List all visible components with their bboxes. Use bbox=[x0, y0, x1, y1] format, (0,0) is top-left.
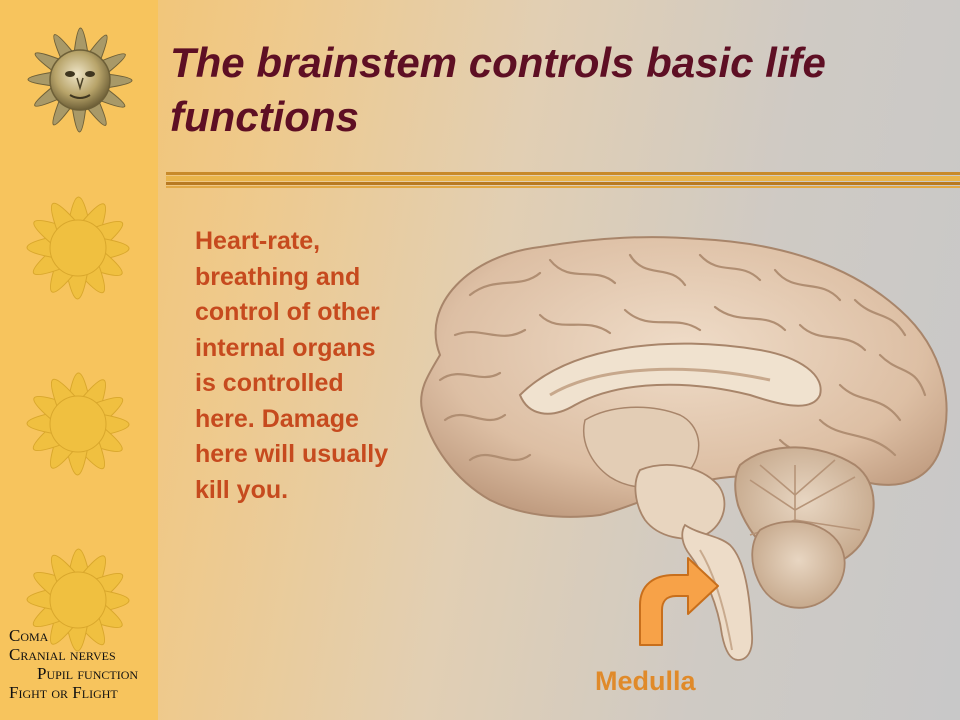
sun-icon bbox=[26, 548, 130, 652]
sidebar bbox=[0, 0, 158, 720]
sun-icon bbox=[26, 196, 130, 300]
footnote-pupil-function: Pupil function bbox=[37, 664, 139, 683]
curved-arrow-icon bbox=[639, 557, 719, 646]
sun-face-icon bbox=[27, 27, 133, 133]
footnote-fight-or-flight: Fight or Flight bbox=[9, 683, 118, 702]
footnote-list: Coma Cranial nerves Pupil function Fight… bbox=[9, 626, 138, 702]
footnote-coma: Coma bbox=[9, 626, 49, 645]
medulla-label: Medulla bbox=[595, 666, 696, 696]
sun-icon bbox=[26, 372, 130, 476]
slide-title: The brainstem controls basic life functi… bbox=[170, 39, 826, 140]
brain-illustration bbox=[420, 236, 948, 661]
title-divider bbox=[166, 172, 960, 190]
body-text: Heart-rate, breathing and control of oth… bbox=[195, 227, 389, 504]
footnote-cranial-nerves: Cranial nerves bbox=[9, 645, 116, 664]
